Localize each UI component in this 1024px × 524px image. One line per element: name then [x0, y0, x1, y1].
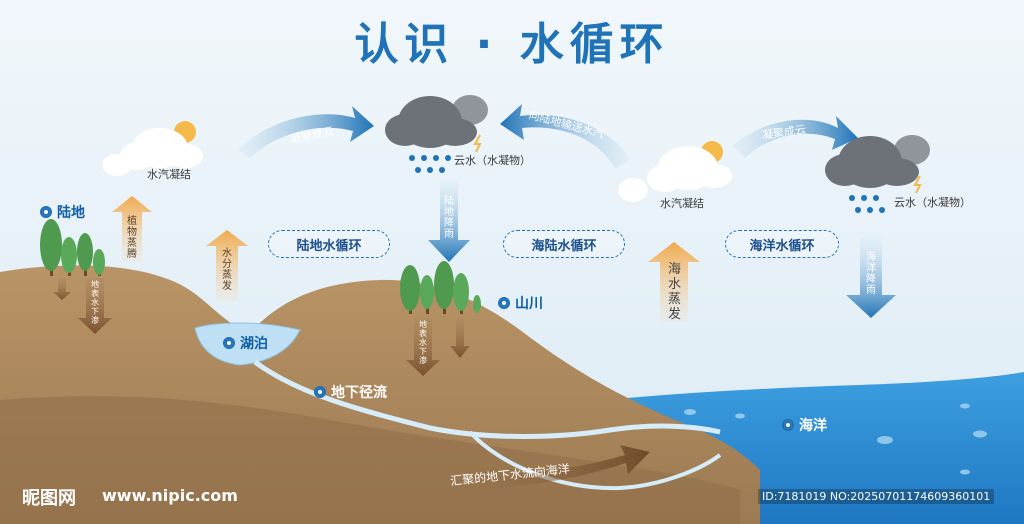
infiltration-arrow-mountain — [406, 318, 440, 376]
land-front-layer — [0, 396, 740, 524]
plant-transpiration-arrow — [112, 196, 152, 262]
groundwater-stream-lower — [468, 430, 722, 491]
watermark-id: ID:7181019 NO:20250701174609360101 — [758, 489, 995, 504]
sea-land-cycle-pill: 海陆水循环 — [503, 230, 625, 258]
rain-cloud-mid-icon — [385, 95, 488, 173]
infiltration-arrow-mountain-small — [450, 318, 470, 358]
place-land-label: 陆地 — [57, 205, 85, 221]
location-dot-icon — [314, 386, 326, 398]
plant-transpiration-label: 植物蒸腾 — [127, 216, 137, 260]
location-dot-icon — [498, 297, 510, 309]
page-title: 认识 · 水循环 — [354, 19, 670, 70]
condense-label-left: 水汽凝结 — [147, 168, 191, 181]
place-land: 陆地 — [40, 202, 85, 222]
place-runoff-label: 地下径流 — [331, 385, 387, 401]
sea-evaporation-arrow — [648, 242, 700, 322]
infiltration-arrow-left — [78, 278, 112, 334]
place-ocean-label: 海洋 — [799, 418, 827, 434]
ocean-rain-label: 海洋降雨 — [866, 252, 876, 296]
rain-cloud-right-icon — [825, 135, 930, 213]
place-runoff: 地下径流 — [314, 382, 387, 402]
watermark-brand: 昵图网 — [22, 488, 76, 509]
lake-body — [194, 322, 301, 366]
infiltration-arrow-left-small — [53, 278, 71, 300]
sea-evaporation-label: 海水蒸发 — [667, 262, 681, 322]
groundwater-flow-arrow — [430, 445, 650, 492]
cloud-left-icon — [102, 121, 203, 176]
place-lake-label: 湖泊 — [240, 336, 268, 352]
transport-to-land-arrow — [500, 104, 630, 168]
location-dot-icon — [782, 419, 794, 431]
ocean-cycle-pill: 海洋水循环 — [725, 230, 839, 258]
trees-left — [40, 219, 105, 276]
fish-icons — [684, 403, 987, 475]
groundwater-stream — [253, 359, 721, 439]
place-lake: 湖泊 — [223, 333, 268, 353]
water-evaporation-label: 水分蒸发 — [222, 248, 232, 292]
water-evaporation-arrow — [206, 230, 248, 302]
cloud-water-label-1: 云水（水凝物） — [454, 154, 531, 167]
cloud-water-label-2: 云水（水凝物） — [894, 196, 971, 209]
place-mountain: 山川 — [498, 293, 543, 313]
condense-label-mid: 水汽凝结 — [660, 197, 704, 210]
cloud-mid-right-icon — [618, 141, 732, 202]
land-rain-label: 陆地降雨 — [444, 196, 454, 240]
condense-arrow-left — [238, 106, 374, 158]
place-mountain-label: 山川 — [515, 296, 543, 312]
place-ocean: 海洋 — [782, 415, 827, 435]
location-dot-icon — [223, 337, 235, 349]
location-dot-icon — [40, 206, 52, 218]
land-cycle-pill: 陆地水循环 — [268, 230, 390, 258]
ocean-rain-arrow — [846, 238, 896, 318]
condense-arrow-right — [732, 116, 858, 158]
infiltration-label-left: 地表水下渗 — [91, 280, 99, 325]
watermark-url: www.nipic.com — [102, 486, 238, 505]
land-rain-arrow — [428, 180, 470, 262]
trees-mountain — [400, 261, 481, 314]
infiltration-label-mountain: 地表水下渗 — [419, 320, 427, 365]
